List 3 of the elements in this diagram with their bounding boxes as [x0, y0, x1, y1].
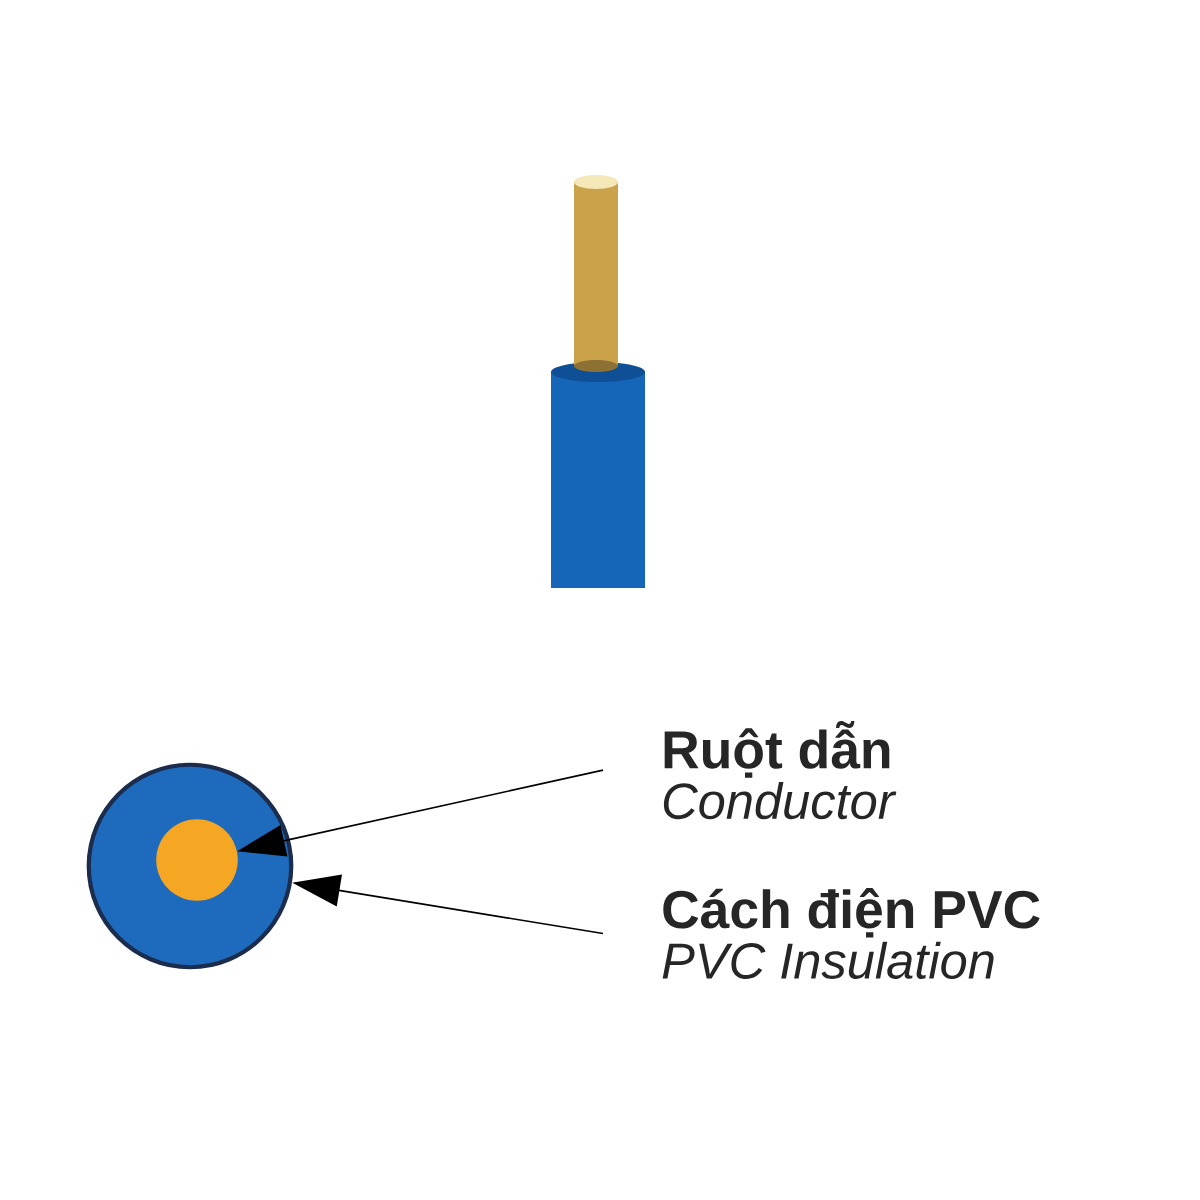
conductor-circle [156, 819, 238, 901]
label-text: Ruột dẫn Conductor [663, 721, 897, 820]
label-text: Cách điện PVC PVC Insulation [662, 888, 1040, 979]
